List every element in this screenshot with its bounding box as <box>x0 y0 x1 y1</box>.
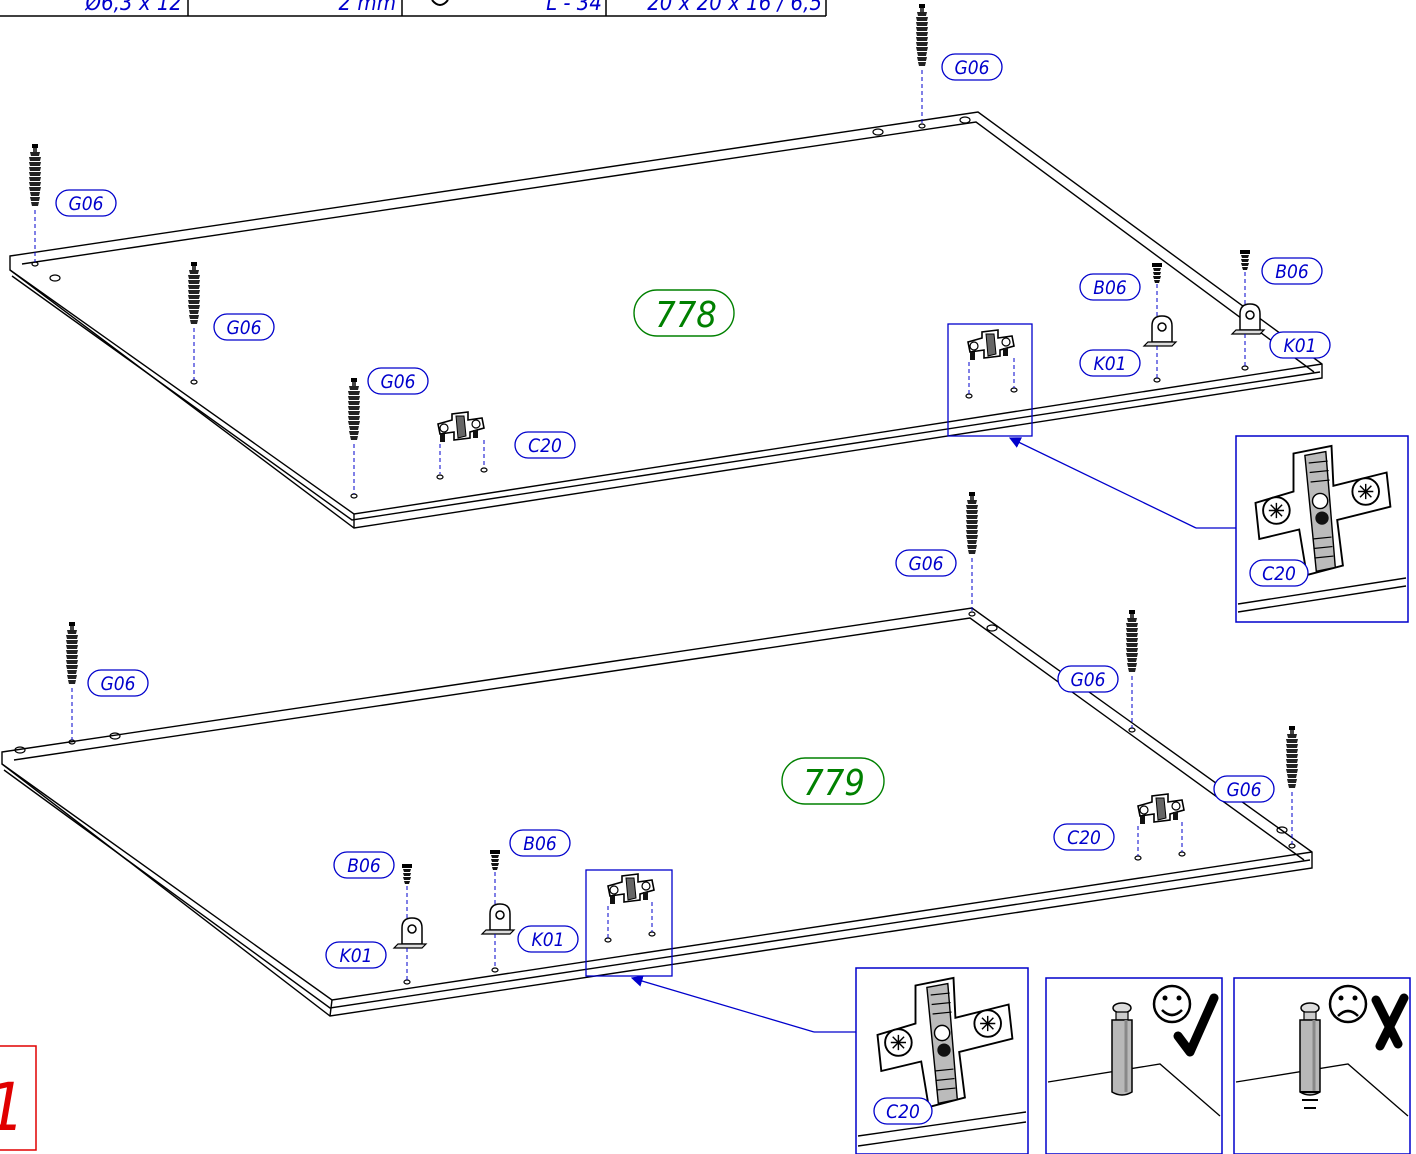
panel-779-part-labels: G06 G06 G06 G06 C20 B06 B06 K01 <box>87 549 1275 969</box>
part-label-g06: G06 <box>213 313 275 341</box>
svg-text:B06: B06 <box>1275 261 1309 283</box>
header-cell-dimensions: 20 x 20 x 16 / 6,5 <box>647 0 822 16</box>
svg-text:G06: G06 <box>69 193 104 215</box>
svg-text:G06: G06 <box>381 371 416 393</box>
svg-text:C20: C20 <box>1067 827 1101 849</box>
part-label-c20: C20 <box>1053 823 1115 851</box>
part-label-g06: G06 <box>1213 775 1275 803</box>
part-label-b06: B06 <box>333 851 395 879</box>
svg-text:K01: K01 <box>1094 353 1127 375</box>
svg-text:G06: G06 <box>227 317 262 339</box>
part-label-k01: K01 <box>325 941 387 969</box>
step-number-box: 1 <box>0 1045 37 1151</box>
step-number: 1 <box>0 1069 25 1146</box>
svg-text:K01: K01 <box>340 945 373 967</box>
detail-callout-778 <box>947 323 1236 529</box>
svg-text:G06: G06 <box>1071 669 1106 691</box>
header-cell-screw-size: Ø6,3 x 12 <box>85 0 183 16</box>
header-table: Ø6,3 x 12 2 mm L - 34 20 x 20 x 16 / 6,5 <box>0 0 827 17</box>
svg-text:K01: K01 <box>1284 335 1317 357</box>
wrong-dowel-inset <box>1233 977 1411 1154</box>
panel-779-holes <box>14 611 1296 985</box>
part-label-g06: G06 <box>895 549 957 577</box>
part-label-g06: G06 <box>367 367 429 395</box>
part-label-g06: G06 <box>1057 665 1119 693</box>
frown-cross-icon <box>1328 984 1409 1051</box>
detail-callout-779 <box>585 869 856 1033</box>
part-label-k01: K01 <box>1079 349 1141 377</box>
svg-text:K01: K01 <box>532 929 565 951</box>
correct-dowel-inset <box>1045 977 1223 1154</box>
part-label-g06: G06 <box>55 189 117 217</box>
part-label-k01: K01 <box>517 925 579 953</box>
part-label-g06: G06 <box>941 53 1003 81</box>
part-label-b06: B06 <box>1261 257 1323 285</box>
part-label-k01: K01 <box>1269 331 1331 359</box>
svg-text:G06: G06 <box>909 553 944 575</box>
svg-text:B06: B06 <box>347 855 381 877</box>
part-label-b06: B06 <box>509 829 571 857</box>
svg-text:G06: G06 <box>1227 779 1262 801</box>
panel-779-fasteners <box>66 492 1298 980</box>
svg-text:G06: G06 <box>955 57 990 79</box>
header-cell-length: L - 34 <box>546 0 602 16</box>
detail-inset-label: C20 <box>1262 563 1296 585</box>
header-cell-drill-depth: 2 mm <box>339 0 396 16</box>
smiley-check-icon <box>1152 984 1219 1057</box>
part-label-b06: B06 <box>1079 273 1141 301</box>
panel-778-part-labels: G06 G06 G06 G06 C20 B06 B06 K01 <box>55 53 1331 459</box>
svg-text:778: 778 <box>655 295 717 336</box>
panel-779 <box>1 607 1313 1017</box>
panel-778-fasteners <box>29 4 1265 494</box>
detail-inset-label: C20 <box>886 1101 920 1123</box>
part-label-g06: G06 <box>87 669 149 697</box>
svg-text:G06: G06 <box>101 673 136 695</box>
svg-text:779: 779 <box>803 763 865 804</box>
detail-inset-778: C20 <box>1235 435 1409 623</box>
panel-778-label: 778 <box>633 289 735 337</box>
svg-text:B06: B06 <box>523 833 557 855</box>
part-label-c20: C20 <box>514 431 576 459</box>
svg-text:C20: C20 <box>528 435 562 457</box>
detail-inset-779: C20 <box>855 967 1029 1154</box>
panel-779-label: 779 <box>781 757 885 805</box>
svg-text:B06: B06 <box>1093 277 1127 299</box>
